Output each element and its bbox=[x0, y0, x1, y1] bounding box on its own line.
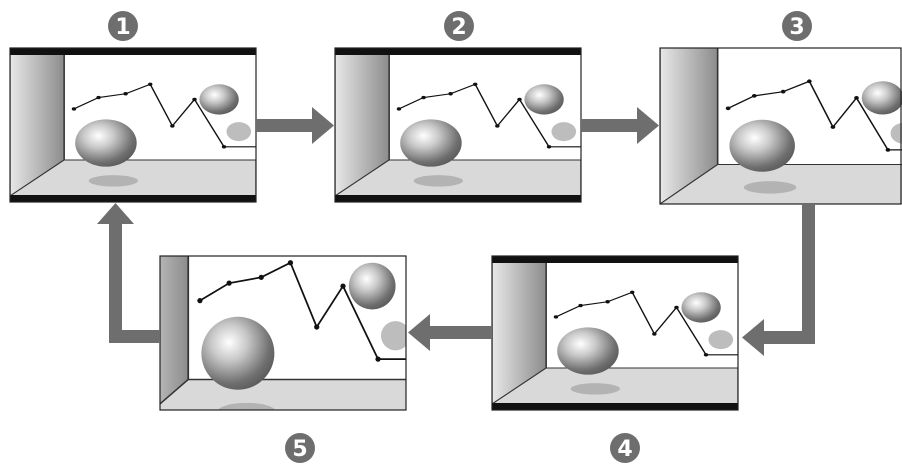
badge-3-label: 3 bbox=[789, 15, 804, 40]
arrow-5-to-1 bbox=[97, 203, 160, 343]
badge-4: 4 bbox=[610, 433, 640, 463]
frame-5 bbox=[124, 216, 416, 435]
badge-5: 5 bbox=[285, 433, 315, 463]
badge-5-label: 5 bbox=[292, 437, 307, 462]
badge-2: 2 bbox=[444, 11, 474, 41]
badge-4-label: 4 bbox=[617, 437, 632, 462]
arrow-1-to-2 bbox=[256, 107, 334, 144]
frame-3 bbox=[660, 48, 902, 204]
frame-1 bbox=[10, 48, 256, 202]
badge-1-label: 1 bbox=[115, 15, 130, 40]
frame-4 bbox=[492, 256, 738, 410]
badge-2-label: 2 bbox=[451, 15, 466, 40]
badge-1: 1 bbox=[108, 11, 138, 41]
arrow-3-to-4 bbox=[742, 204, 815, 356]
badge-3: 3 bbox=[782, 11, 812, 41]
arrow-4-to-5 bbox=[408, 314, 492, 351]
frame-2 bbox=[335, 48, 581, 202]
arrow-2-to-3 bbox=[581, 107, 659, 144]
